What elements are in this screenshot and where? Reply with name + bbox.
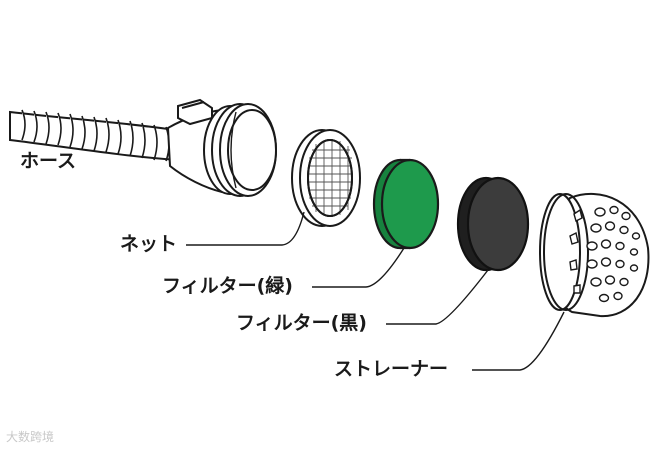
label-filter-green: フィルター(緑) <box>162 277 293 296</box>
leader-strainer <box>472 312 564 370</box>
label-hose: ホース <box>20 152 76 171</box>
green-filter-graphic <box>374 160 438 248</box>
label-net: ネット <box>120 235 177 254</box>
hose-graphic <box>10 100 276 196</box>
net-graphic <box>292 130 360 226</box>
leader-net <box>186 212 304 245</box>
strainer-graphic <box>540 194 648 316</box>
label-filter-black: フィルター(黒) <box>236 314 367 333</box>
leader-filter-green <box>312 248 404 287</box>
label-strainer: ストレーナー <box>334 360 448 379</box>
watermark: 大数跨境 <box>6 428 54 445</box>
black-filter-graphic <box>458 178 528 270</box>
leader-filter-black <box>386 270 488 324</box>
